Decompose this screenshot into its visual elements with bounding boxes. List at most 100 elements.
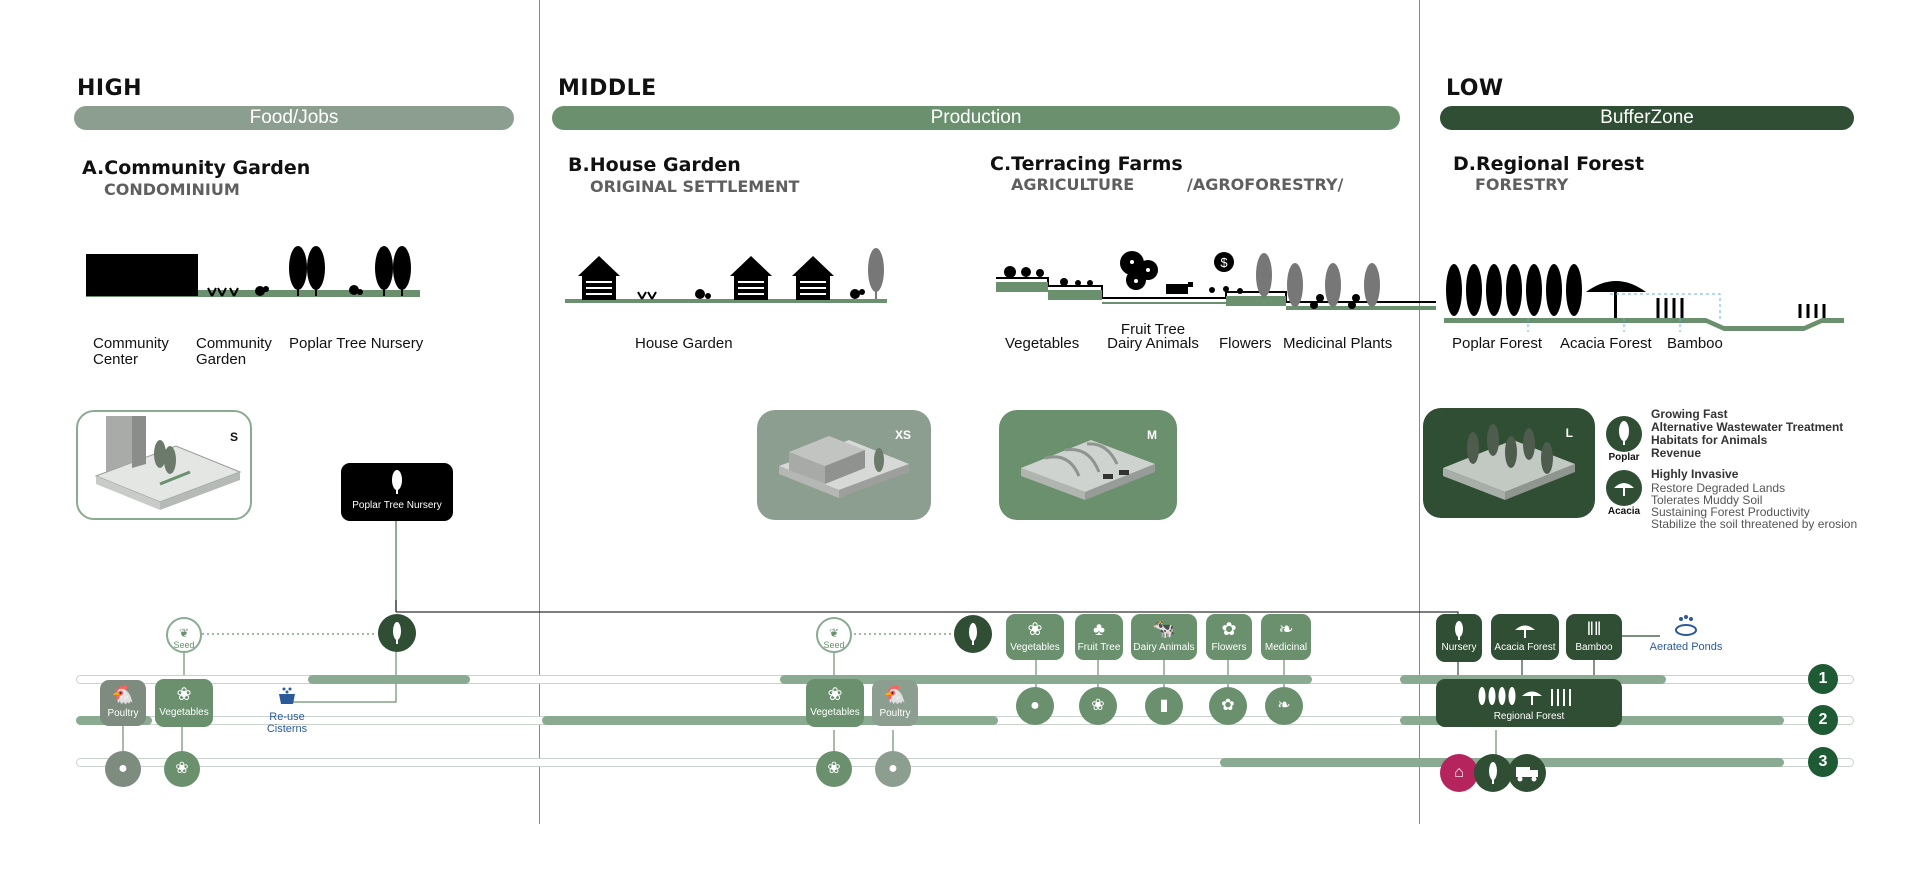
zone-title-high: HIGH: [77, 76, 143, 101]
fruit-tree-label: Fruit Tree: [1077, 642, 1121, 653]
poultry-label: Poultry: [879, 708, 911, 719]
section-d-subtitle: FORESTRY: [1475, 175, 1569, 194]
vegetables-label: Vegetables: [810, 707, 860, 718]
legend-acacia-item: Restore Degraded Lands: [1651, 481, 1786, 495]
poplar-nursery-label: Poplar Tree Nursery: [352, 500, 442, 511]
bamboo-label: Bamboo: [1575, 642, 1613, 653]
cistern-icon: [279, 687, 295, 704]
section-b-subtitle: ORIGINAL SETTLEMENT: [590, 177, 800, 196]
regional-forest-label: Regional Forest: [1493, 711, 1565, 722]
herb-output: ❧: [1265, 687, 1303, 725]
egg-icon: ●: [118, 760, 128, 777]
terracing-farms-model: [1021, 440, 1155, 500]
reuse-cisterns: Re-use Cisterns: [252, 686, 322, 735]
section-c-title: C.Terracing Farms: [990, 153, 1183, 175]
fruit-tree-node: ♣ Fruit Tree: [1075, 614, 1123, 660]
track-1-bar: [780, 675, 1312, 684]
zone-divider-right: [1419, 0, 1420, 824]
pond-icon: [1675, 615, 1697, 636]
egg-output: ●: [105, 751, 141, 787]
legend-poplar-name: Poplar: [1608, 452, 1640, 463]
label-community-garden: Community Garden: [196, 335, 272, 368]
panel-regional-forest: L: [1423, 408, 1595, 518]
poplar-icon: [969, 623, 977, 645]
seed-node: ❦ Seed: [166, 617, 202, 653]
label-poplar-forest: Poplar Forest: [1452, 335, 1543, 352]
track-1-bar: [308, 675, 470, 684]
chicken-icon: 🐔: [883, 685, 907, 705]
seed-label: Seed: [173, 640, 195, 650]
label-flowers: Flowers: [1219, 335, 1272, 352]
label-bamboo: Bamboo: [1667, 335, 1723, 352]
poplar-node-middle: [954, 615, 992, 653]
legend-poplar-circle: [1606, 416, 1642, 452]
poplar-icon: [1619, 421, 1629, 445]
legend-acacia-list: Highly Invasive Restore Degraded Lands T…: [1651, 468, 1858, 531]
timeline-track-3: [76, 758, 1854, 767]
bamboo-icon: ‖‖: [1586, 619, 1602, 639]
section-a-subtitle: CONDOMINIUM: [104, 180, 240, 199]
fruit-icon: ❀: [1091, 697, 1105, 714]
seed-icon: ❦: [178, 626, 190, 640]
vegetables-icon: ❀: [827, 684, 843, 704]
section-c-subtitle-2: /AGROFORESTRY/: [1187, 175, 1344, 194]
transport-output: [1508, 754, 1546, 792]
flower-icon: ✿: [1221, 697, 1235, 714]
acacia-forest-node: Acacia Forest: [1491, 614, 1559, 660]
poplar-nursery-box: Poplar Tree Nursery: [341, 463, 453, 521]
legend-poplar-item: Revenue: [1651, 446, 1702, 460]
poultry-label: Poultry: [107, 708, 139, 719]
house-icon: ⌂: [1454, 764, 1464, 781]
vegetables-node-middle: ❀ Vegetables: [806, 679, 864, 727]
poplar-node: [378, 614, 416, 652]
size-tag-s: S: [229, 430, 238, 444]
track-number-1: 1: [1808, 664, 1838, 694]
dairy-animals-node: 🐄 Dairy Animals: [1131, 614, 1197, 660]
poultry-node-middle: 🐔 Poultry: [872, 680, 918, 726]
zone-title-low: LOW: [1446, 76, 1504, 101]
section-a-title: A.Community Garden: [82, 157, 311, 179]
seed-node-middle: ❦ Seed: [816, 617, 852, 653]
vegetable-output-middle: ❀: [816, 751, 852, 787]
community-garden-model: [94, 416, 242, 510]
apple-icon: ●: [1030, 697, 1040, 714]
vegetables-node-farm: ❀ Vegetables: [1006, 614, 1064, 660]
label-house-garden: House Garden: [635, 335, 733, 352]
medicinal-label: Medicinal: [1264, 642, 1308, 653]
herb-icon: ❧: [1278, 619, 1294, 639]
regional-forest-silhouette: [1444, 264, 1844, 332]
medicinal-node: ❧ Medicinal: [1261, 614, 1311, 660]
timber-output: [1474, 754, 1512, 792]
acacia-icon: [1614, 483, 1634, 496]
dairy-output: ▮: [1145, 687, 1183, 725]
svg-text:$: $: [1220, 255, 1228, 270]
house-garden-silhouette: [565, 248, 887, 303]
panel-house-garden: XS: [757, 410, 931, 520]
nursery-label: Nursery: [1441, 642, 1477, 653]
zone-divider-left: [539, 0, 540, 824]
band-production: Production: [552, 106, 1400, 130]
band-bufferzone: BufferZone: [1440, 106, 1854, 130]
chicken-icon: 🐔: [111, 685, 135, 705]
size-tag-xs: XS: [894, 428, 911, 442]
poultry-node-high: 🐔 Poultry: [100, 680, 146, 726]
label-acacia-forest: Acacia Forest: [1560, 335, 1652, 352]
aerated-ponds: Aerated Ponds: [1648, 614, 1724, 653]
size-tag-m: M: [1147, 428, 1157, 442]
legend-poplar-item: Growing Fast: [1651, 407, 1728, 421]
community-garden-silhouette: [86, 246, 420, 297]
egg-icon: ●: [888, 760, 898, 777]
flower-icon: ✿: [1221, 619, 1237, 639]
flowers-node: ✿ Flowers: [1206, 614, 1252, 660]
section-b-title: B.House Garden: [568, 154, 741, 176]
vegetables-icon: ❀: [176, 684, 192, 704]
vegetables-label: Vegetables: [1010, 642, 1060, 653]
vegetables-icon: ❀: [175, 760, 189, 777]
forest-icon: [1478, 687, 1571, 706]
housing-output: ⌂: [1440, 754, 1478, 792]
vegetables-node-high: ❀ Vegetables: [155, 679, 213, 727]
legend-acacia-item: Stabilize the soil threatened by erosion: [1651, 517, 1858, 531]
section-silhouettes: $: [86, 246, 1844, 332]
poplar-icon: [392, 470, 402, 494]
seed-icon: ❦: [828, 626, 840, 640]
